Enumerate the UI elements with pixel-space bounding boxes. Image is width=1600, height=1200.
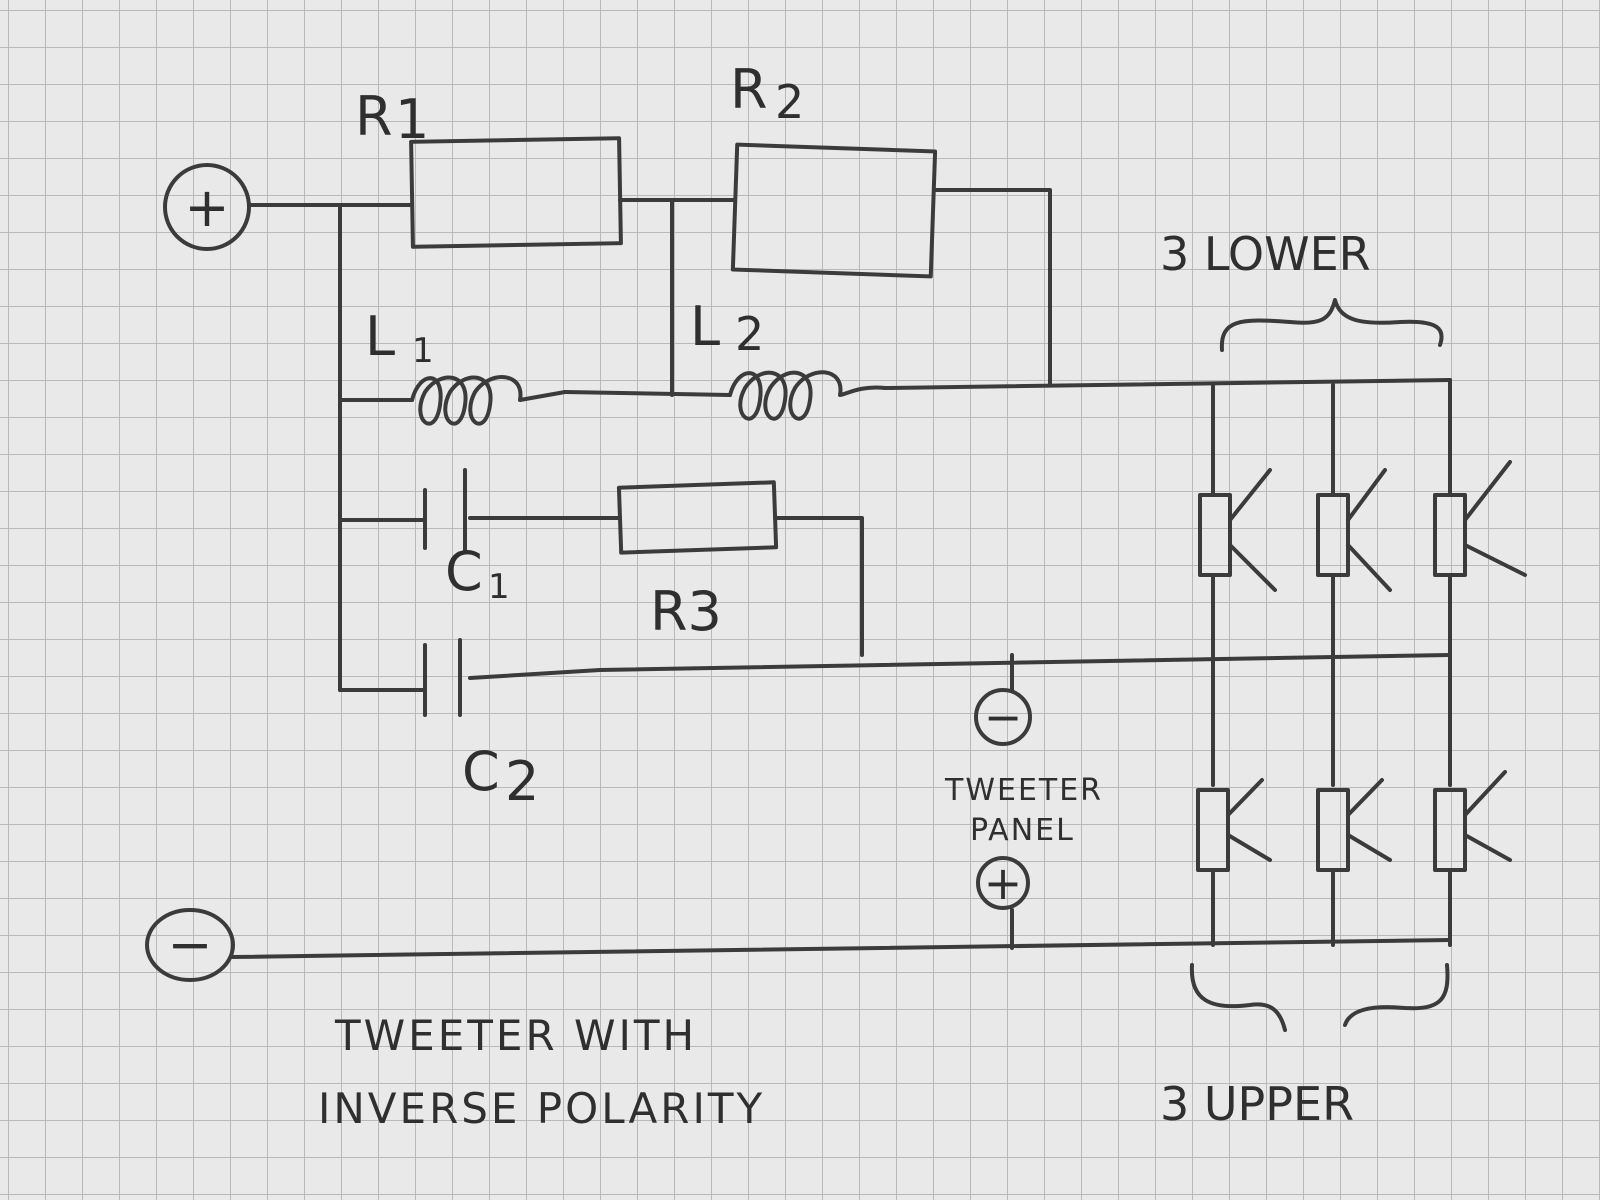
tweeter-panel-label-line2: PANEL — [970, 813, 1075, 848]
speaker-lower-3 — [1433, 460, 1527, 577]
tweeter-negative-terminal: − — [974, 688, 1032, 746]
three-lower-label: 3 LOWER — [1160, 227, 1371, 281]
c2-subscript: 2 — [505, 750, 539, 813]
input-positive-terminal: + — [163, 163, 251, 251]
brace-lower — [1219, 298, 1444, 352]
input-negative-terminal: − — [145, 908, 235, 982]
inductor-l1: L 1 — [365, 305, 567, 426]
l1-subscript: 1 — [412, 331, 434, 371]
capacitor-c2: C 2 — [423, 638, 539, 813]
r2-label: R — [730, 58, 768, 121]
speaker-lower-2 — [1316, 468, 1392, 592]
resistor-r1: R 1 — [355, 85, 623, 249]
brace-upper — [1189, 963, 1450, 1032]
c1-label: C — [445, 540, 483, 603]
l2-subscript: 2 — [735, 307, 764, 361]
speaker-array-rails — [1211, 378, 1452, 947]
caption-line2: INVERSE POLARITY — [318, 1084, 765, 1133]
tweeter-panel-label-line1: TWEETER — [944, 773, 1103, 808]
c2-label: C — [462, 740, 500, 803]
l2-label: L — [690, 295, 720, 358]
tweeter-minus-sign: − — [984, 690, 1023, 744]
inductor-l2: L 2 — [690, 295, 887, 421]
tweeter-positive-terminal: + — [976, 856, 1030, 910]
plus-sign: + — [184, 176, 229, 239]
c1-subscript: 1 — [488, 567, 510, 607]
speaker-upper-3 — [1433, 770, 1512, 872]
wires — [231, 188, 1452, 959]
speaker-lower-1 — [1198, 468, 1277, 592]
tweeter-plus-sign: + — [984, 856, 1023, 910]
minus-sign: − — [167, 913, 212, 976]
r3-label: R3 — [650, 580, 722, 643]
capacitor-c1: C 1 — [423, 468, 510, 607]
r1-subscript: 1 — [395, 88, 429, 151]
l1-label: L — [365, 305, 395, 368]
speaker-upper-2 — [1316, 778, 1392, 872]
three-upper-label: 3 UPPER — [1160, 1077, 1354, 1131]
resistor-r2: R 2 — [730, 58, 938, 279]
caption-line1: TWEETER WITH — [334, 1011, 697, 1060]
resistor-r3: R3 — [616, 480, 779, 643]
speaker-upper-1 — [1196, 778, 1272, 872]
r2-subscript: 2 — [775, 75, 804, 129]
r1-label: R — [355, 85, 393, 148]
